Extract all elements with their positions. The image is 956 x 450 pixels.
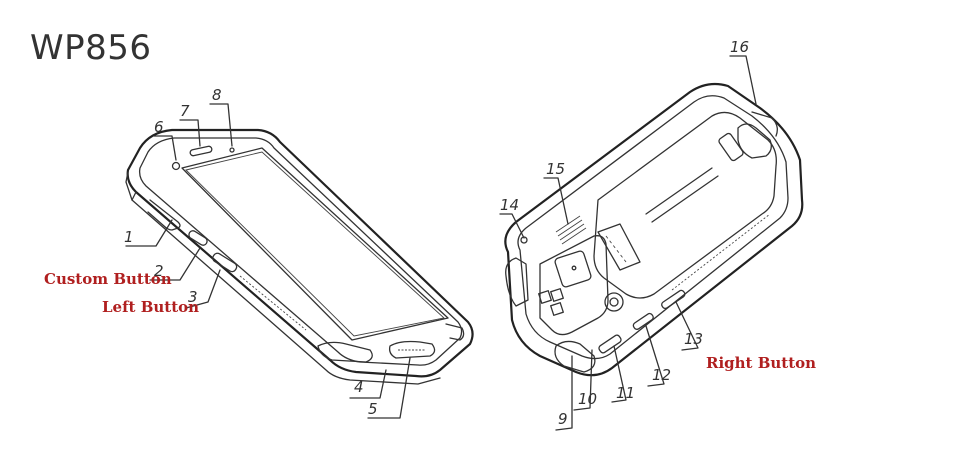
callout-1: 1 [124, 228, 134, 246]
diagram-title: WP856 [30, 28, 152, 68]
callout-6: 6 [154, 118, 164, 136]
callout-14: 14 [500, 196, 520, 214]
callout-10: 10 [578, 390, 598, 408]
callout-15: 15 [546, 160, 566, 178]
back-device-drawing [504, 82, 804, 377]
custom-button-label: Custom Button [44, 270, 172, 288]
callout-9: 9 [558, 410, 568, 428]
callout-3: 3 [188, 288, 198, 306]
callout-12: 12 [652, 366, 672, 384]
callout-7: 7 [180, 102, 190, 120]
leader-lines [125, 55, 757, 431]
callout-11: 11 [616, 384, 636, 402]
front-device-drawing [125, 128, 474, 385]
callout-4: 4 [354, 378, 364, 396]
left-button-label: Left Button [102, 298, 200, 316]
right-button-label: Right Button [706, 354, 817, 372]
callout-13: 13 [684, 330, 704, 348]
callout-8: 8 [212, 86, 222, 104]
callout-16: 16 [730, 38, 750, 56]
callout-5: 5 [368, 400, 378, 418]
callout-2: 2 [154, 262, 164, 280]
